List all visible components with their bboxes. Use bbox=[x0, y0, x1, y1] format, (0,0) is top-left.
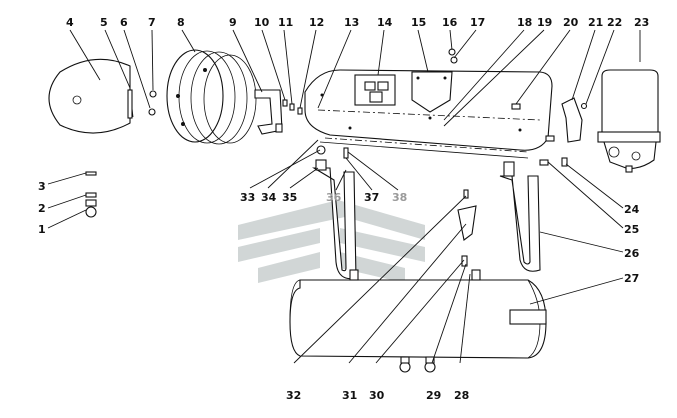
callout-14: 14 bbox=[377, 16, 393, 29]
callout-35: 35 bbox=[282, 191, 297, 204]
callout-32: 32 bbox=[286, 389, 301, 402]
callout-31: 31 bbox=[342, 389, 357, 402]
callout-23: 23 bbox=[634, 16, 649, 29]
callout-24: 24 bbox=[624, 203, 640, 216]
callout-29: 29 bbox=[426, 389, 441, 402]
callout-28: 28 bbox=[454, 389, 469, 402]
washer-3 bbox=[85, 171, 97, 176]
tank-end-cap bbox=[48, 58, 134, 134]
callout-13: 13 bbox=[344, 16, 359, 29]
washer-2 bbox=[85, 192, 97, 198]
watermark-logo bbox=[238, 200, 425, 283]
hose-clamp-1 bbox=[85, 199, 97, 218]
fitting-17 bbox=[450, 56, 458, 64]
bolt-37 bbox=[343, 147, 349, 159]
callout-1: 1 bbox=[38, 223, 46, 236]
leader-lines bbox=[47, 29, 641, 364]
drier-bracket bbox=[561, 97, 583, 143]
valve-block bbox=[354, 74, 396, 106]
callout-8: 8 bbox=[177, 16, 185, 29]
bolt-20 bbox=[511, 103, 521, 110]
callout-21: 21 bbox=[588, 16, 603, 29]
bolt-20b bbox=[545, 135, 555, 142]
air-dryer bbox=[597, 69, 661, 173]
washer-7 bbox=[149, 90, 157, 98]
bolt-32 bbox=[463, 189, 469, 199]
valve-plate bbox=[411, 71, 453, 113]
callout-3: 3 bbox=[38, 180, 46, 193]
callout-33: 33 bbox=[240, 191, 255, 204]
nut-22 bbox=[580, 102, 588, 110]
callout-18: 18 bbox=[517, 16, 532, 29]
callout-36: 36 bbox=[326, 191, 342, 204]
callout-9: 9 bbox=[229, 16, 237, 29]
callout-27: 27 bbox=[624, 272, 639, 285]
callout-11: 11 bbox=[278, 16, 293, 29]
bolt-28 bbox=[461, 255, 468, 267]
callout-22: 22 bbox=[607, 16, 622, 29]
callout-19: 19 bbox=[537, 16, 552, 29]
callout-12: 12 bbox=[309, 16, 324, 29]
callout-25: 25 bbox=[624, 223, 639, 236]
bolt-10 bbox=[282, 99, 288, 107]
callout-30: 30 bbox=[369, 389, 385, 402]
callout-38: 38 bbox=[392, 191, 407, 204]
callout-4: 4 bbox=[66, 16, 74, 29]
callout-6: 6 bbox=[120, 16, 128, 29]
callout-34: 34 bbox=[261, 191, 277, 204]
callout-10: 10 bbox=[254, 16, 270, 29]
mounting-bracket bbox=[254, 89, 283, 135]
bolt-24 bbox=[561, 157, 568, 167]
clamp-ring-assembly bbox=[166, 49, 257, 145]
callout-26: 26 bbox=[624, 247, 640, 260]
bolt-11 bbox=[289, 103, 295, 111]
callout-17: 17 bbox=[470, 16, 485, 29]
callout-16: 16 bbox=[442, 16, 458, 29]
callout-20: 20 bbox=[563, 16, 579, 29]
support-wedge bbox=[457, 205, 477, 241]
tank-strap-left bbox=[312, 145, 357, 280]
washer-6 bbox=[148, 108, 156, 116]
callout-7: 7 bbox=[148, 16, 156, 29]
bolt-25 bbox=[539, 159, 549, 166]
callout-labels: 1 2 3 4 5 6 7 8 9 10 11 12 13 14 15 16 1… bbox=[38, 16, 649, 402]
callout-37: 37 bbox=[364, 191, 379, 204]
tank-strap-right bbox=[499, 161, 541, 272]
air-tank bbox=[289, 269, 547, 373]
bolt-12 bbox=[297, 107, 303, 115]
callout-15: 15 bbox=[411, 16, 426, 29]
callout-2: 2 bbox=[38, 202, 46, 215]
callout-5: 5 bbox=[100, 16, 108, 29]
